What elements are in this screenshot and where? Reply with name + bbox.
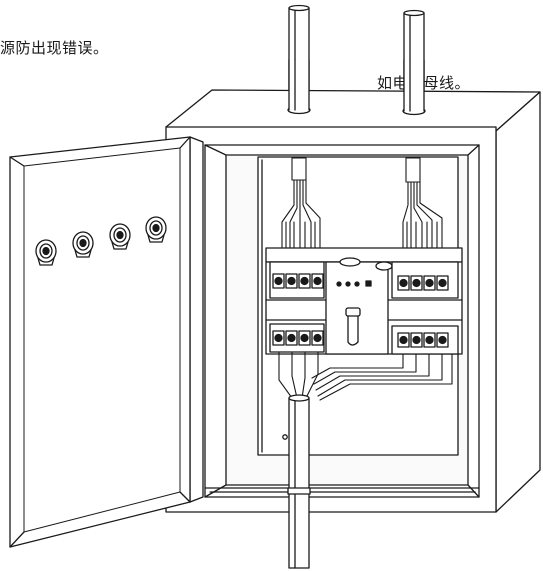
door-knob-1: [35, 239, 57, 266]
cabinet-door: [9, 136, 204, 548]
lower-cables: [278, 351, 453, 401]
door-knob-2: [72, 231, 94, 258]
transfer-switch: [265, 247, 463, 355]
bottom-conduit: [287, 394, 311, 569]
door-knob-4: [145, 216, 167, 243]
caption-line-1: 源防出现错误。: [0, 39, 109, 57]
door-knob-3: [109, 223, 131, 250]
upper-cables-left: [281, 157, 321, 263]
upper-cables-right: [402, 157, 443, 263]
